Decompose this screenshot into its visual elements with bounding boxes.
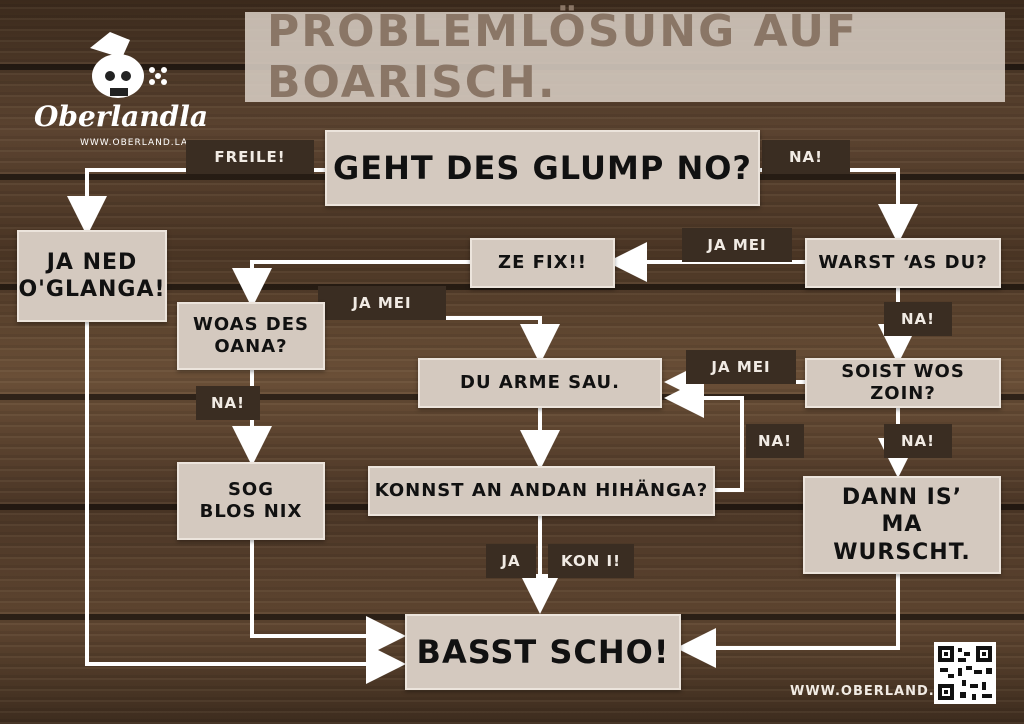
qr-code-icon	[934, 642, 996, 704]
edge-label-na-soist: NA!	[884, 424, 952, 458]
node-basst: BASST SCHO!	[405, 614, 681, 690]
edge-label-na-warst: NA!	[884, 302, 952, 336]
node-ja-ned: JA NED O'GLANGA!	[17, 230, 167, 322]
node-warst: WARST ‘AS DU?	[805, 238, 1001, 288]
logo-wordmark: Oberlandla	[34, 100, 209, 133]
node-sog-blos: SOG BLOS NIX	[177, 462, 325, 540]
edge-label-na-top: NA!	[762, 140, 850, 174]
node-du-arme: DU ARME SAU.	[418, 358, 662, 408]
logo-url: WWW.OBERLAND.LA	[80, 138, 189, 148]
edge-label-ja-mei-1: JA MEI	[682, 228, 792, 262]
node-dann: DANN IS’ MA WURSCHT.	[803, 476, 1001, 574]
edge-label-na-konnst: NA!	[746, 424, 804, 458]
oberlandla-logo: Oberlandla WWW.OBERLAND.LA	[18, 18, 218, 148]
node-start: GEHT DES GLUMP NO?	[325, 130, 760, 206]
node-ze-fix: ZE FIX!!	[470, 238, 615, 288]
edge-label-kon-i: KON I!	[548, 544, 634, 578]
edge-label-ja: JA	[486, 544, 536, 578]
edge-label-freile: FREILE!	[186, 140, 314, 174]
node-woas: WOAS DES OANA?	[177, 302, 325, 370]
skull-icon	[90, 32, 167, 98]
edge-label-ja-mei-2: JA MEI	[318, 286, 446, 320]
page-title: PROBLEMLÖSUNG AUF BOARISCH.	[245, 6, 1005, 108]
edge-label-ja-mei-3: JA MEI	[686, 350, 796, 384]
edge-label-na-woas: NA!	[196, 386, 260, 420]
node-konnst: KONNST AN ANDAN HIHÄNGA?	[368, 466, 715, 516]
footer-url: WWW.OBERLAND.LA	[790, 684, 956, 699]
node-soist: SOIST WOS ZOIN?	[805, 358, 1001, 408]
